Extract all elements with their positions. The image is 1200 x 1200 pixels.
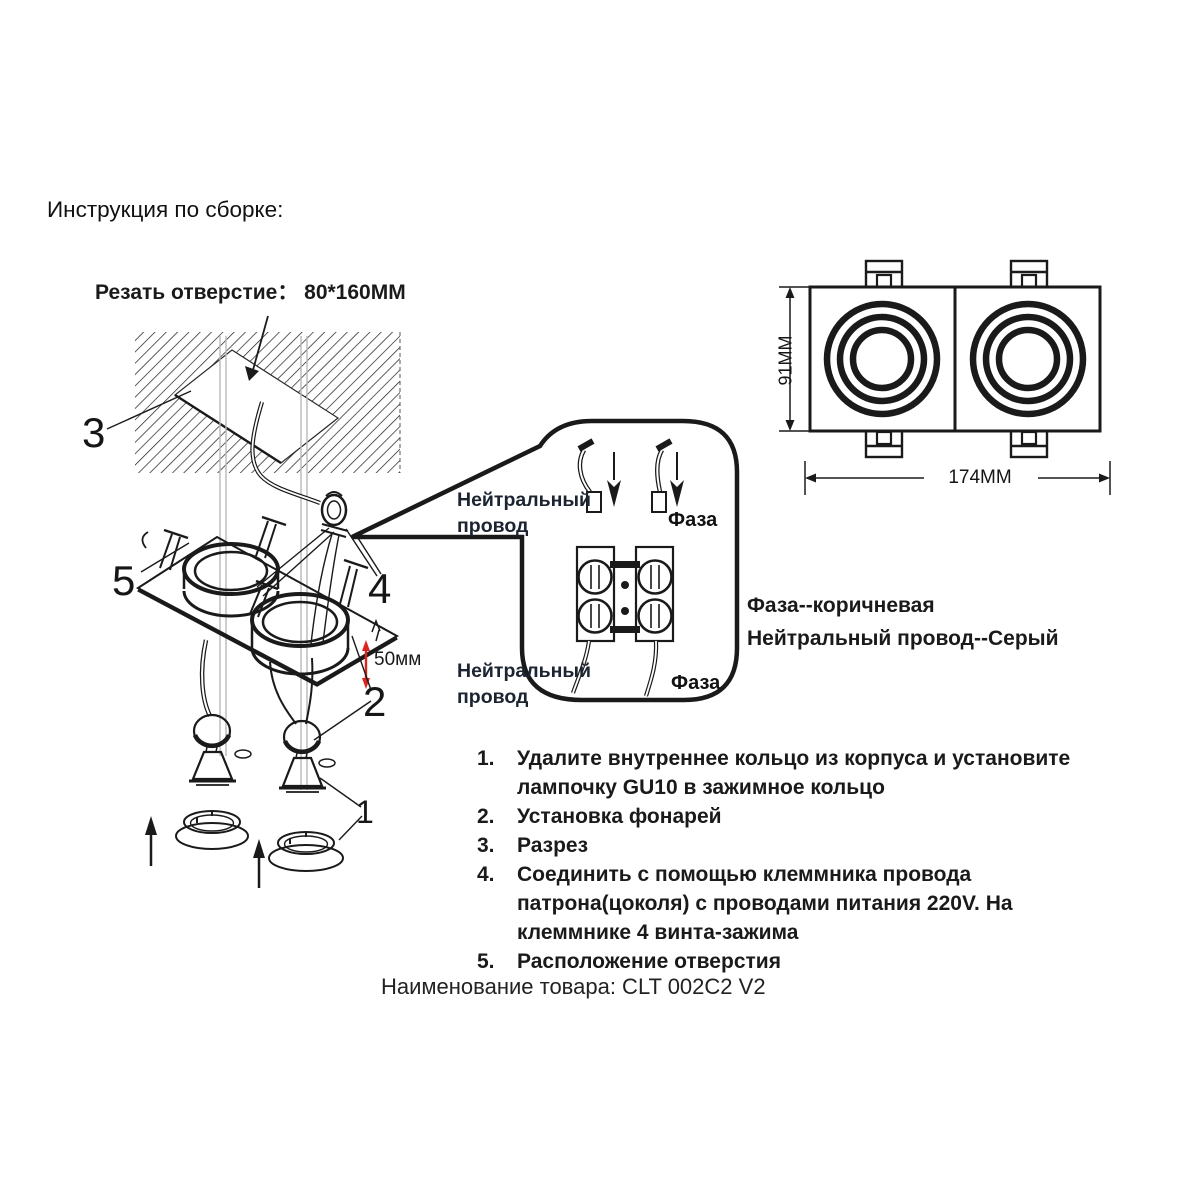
callout-1: 1: [356, 794, 374, 830]
trim-rings-right: [969, 300, 1087, 418]
callout-5: 5: [112, 557, 136, 604]
assembly-steps: 1. Удалите внутреннее кольцо из корпуса …: [477, 744, 1087, 976]
insert-direction-arrow-icon: [607, 452, 684, 507]
page-title: Инструкция по сборке:: [47, 197, 284, 222]
step-2: 2. Установка фонарей: [477, 805, 722, 828]
callout-2: 2: [363, 678, 387, 725]
neutral-wire-label-top: Нейтральный провод: [457, 489, 592, 537]
neutral-color-line: Нейтральный провод--Серый: [747, 627, 1059, 650]
wire-clamp: [256, 491, 349, 645]
terminal-block: [571, 545, 675, 697]
ceiling-cut-section: [135, 332, 401, 473]
plate-up-arrow-icon: [371, 618, 381, 642]
callout-3: 3: [82, 409, 106, 456]
terminal-screws: [577, 559, 673, 634]
fixture-ring-left: [182, 542, 280, 618]
up-arrow-icon: [145, 816, 265, 888]
insertion-arrow-icon: [245, 315, 269, 381]
step-1: 1. Удалите внутреннее кольцо из корпуса …: [477, 747, 1071, 799]
phase-wire-label-top: Фаза: [668, 509, 718, 531]
neutral-wire-label-bottom: Нейтральный провод: [457, 660, 592, 708]
lamp-left: [189, 639, 252, 786]
step-4: 4. Соединить с помощью клеммника провода…: [477, 863, 1013, 944]
phase-color-line: Фаза--коричневая: [747, 594, 935, 617]
spring-clips: [141, 515, 369, 618]
trim-rings-left: [823, 300, 941, 418]
step-3: 3. Разрез: [477, 834, 589, 857]
power-wire: [250, 401, 321, 505]
clamp-ring-left: [175, 810, 249, 850]
callout-4: 4: [368, 565, 392, 612]
width-dimension: [804, 461, 1111, 495]
height-dimension-label: 91MM: [775, 335, 796, 386]
clamp-ring-right: [268, 831, 344, 872]
fixture-ring-right: [250, 592, 350, 676]
wire-color-legend: Фаза--коричневая Нейтральный провод--Сер…: [747, 589, 1059, 655]
leader-lines: [106, 390, 382, 841]
lamp-right: [269, 657, 336, 793]
cut-hole-label: Резать отверстие： 80*160MM: [95, 281, 406, 304]
depth-label: 50мм: [374, 649, 422, 670]
dimension-drawing: [779, 259, 1111, 495]
phase-wire-label-bottom: Фаза: [671, 672, 721, 694]
width-dimension-label: 174MM: [948, 467, 1012, 488]
wiring-detail-bubble: [351, 418, 740, 703]
supply-wires: [577, 438, 673, 513]
height-dimension: [779, 286, 812, 432]
product-name-label: Наименование товара: CLT 002C2 V2: [381, 974, 766, 999]
step-5: 5. Расположение отверстия: [477, 950, 781, 973]
